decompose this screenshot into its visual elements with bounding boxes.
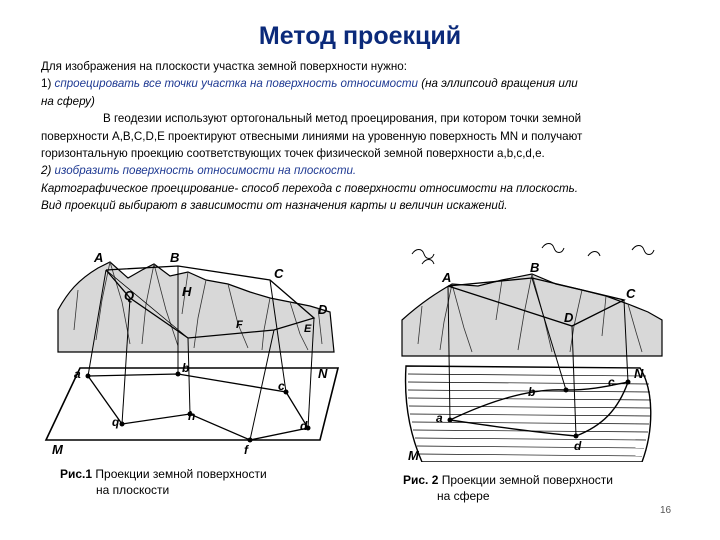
fig1-label-C: C: [274, 266, 284, 281]
fig1-label-A: A: [93, 250, 103, 265]
fig1-label-Q: Q: [124, 288, 134, 303]
page-title: Метод проекций: [258, 22, 462, 50]
fig1-label-H: H: [182, 284, 192, 299]
text-line-5: поверхности A,B,C,D,E проектируют отвесн…: [41, 129, 583, 143]
body-text: Для изображения на плоскости участка зем…: [41, 58, 691, 215]
fig2-label-N: N: [634, 366, 644, 381]
text-line-9: Вид проекций выбирают в зависимости от н…: [41, 199, 508, 213]
fig1-label-b: b: [182, 361, 189, 375]
fig2-label-d: d: [574, 439, 582, 453]
text-line-2: 1) спроецировать все точки участка на по…: [41, 77, 578, 91]
text-line-1: Для изображения на плоскости участка зем…: [41, 60, 407, 73]
fig2-label-A: A: [441, 270, 451, 285]
text-line-7: 2) изобразить поверхность относимости на…: [41, 164, 357, 178]
fig1-label-B: B: [170, 250, 179, 265]
text-line-4: В геодезии используют ортогональный мето…: [103, 112, 582, 126]
fig2-label-a: a: [436, 411, 443, 425]
fig1-label-D: D: [318, 302, 328, 317]
fig1-label-h: h: [188, 409, 195, 423]
fig1-label-c: c: [278, 379, 285, 393]
fig1-label-q: q: [112, 415, 120, 429]
highlight-step-1: спроецировать все точки участка на повер…: [54, 77, 419, 91]
fig2-label-B: B: [530, 260, 539, 275]
figure-1: A B C Q H D E F a b c q h f d N M: [38, 240, 350, 462]
fig1-label-f: f: [244, 443, 249, 457]
figure-1-caption: Рис.1 Проекции земной поверхности на пло…: [60, 467, 267, 497]
fig1-label-N: N: [318, 366, 328, 381]
fig1-label-M: M: [52, 442, 64, 457]
fig1-label-E: E: [304, 323, 312, 335]
figure-2-drawing: A B C D a b c d N M: [401, 243, 663, 462]
figure-1-drawing: A B C Q H D E F a b c q h f d N M: [44, 250, 340, 457]
fig2-label-b: b: [528, 385, 535, 399]
highlight-step-2: изобразить поверхность относимости на пл…: [54, 164, 357, 178]
text-line-3: на сферу): [41, 94, 95, 108]
figure-2: A B C D a b c d N M: [392, 240, 682, 462]
fig1-label-F: F: [236, 319, 243, 331]
fig2-label-M: M: [408, 448, 420, 462]
text-line-8: Картографическое проецирование- способ п…: [41, 181, 578, 195]
text-line-6: горизонтальную проекцию соответствующих …: [41, 147, 545, 161]
page-number: 16: [660, 505, 672, 516]
fig2-label-c: c: [608, 375, 615, 389]
fig2-label-D: D: [564, 310, 574, 325]
fig1-label-a: a: [74, 367, 81, 381]
fig1-label-d: d: [300, 419, 308, 433]
figure-2-caption: Рис. 2 Проекции земной поверхности на сф…: [403, 473, 614, 503]
fig2-label-C: C: [626, 286, 636, 301]
